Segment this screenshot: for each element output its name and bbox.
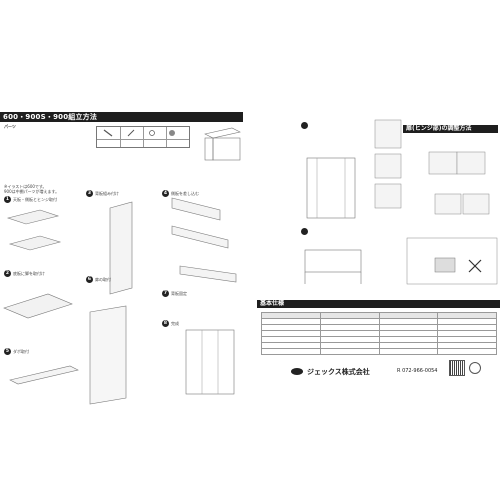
recycle-icon — [469, 362, 481, 374]
spec-table — [261, 312, 497, 355]
step-number-1: 1 — [4, 196, 11, 203]
step-number-3: 3 — [86, 190, 93, 197]
step-number-4: 4 — [162, 190, 169, 197]
note-line-2: 900は中棚パーツが増えます。 — [4, 189, 60, 194]
step-text-5: ダボ取付 — [13, 349, 29, 354]
parts-table — [96, 126, 190, 148]
qr-code-icon — [449, 360, 465, 376]
spec-cell — [437, 348, 497, 355]
parts-heading: パーツ — [4, 124, 16, 129]
step-number-8: 8 — [162, 320, 169, 327]
step-number-r1 — [301, 122, 308, 129]
company-name: ジェックス株式会社 — [307, 368, 370, 376]
step-text-2: 底板に脚を取付け — [13, 271, 45, 276]
step-text-8: 完成 — [171, 321, 179, 326]
step-number-2: 2 — [4, 270, 11, 277]
step-text-4: 側板を差し込む — [171, 191, 199, 196]
right-illustrations — [304, 119, 498, 285]
step-text-3: 背板組み付け — [95, 191, 119, 196]
step-number-5: 5 — [4, 348, 11, 355]
step-text-6: 扉の取付 — [95, 277, 111, 282]
left-illustrations — [3, 127, 241, 405]
left-title: 600・900S・900組立方法 — [0, 112, 243, 122]
note-line-1: ※イラストは600です。 — [4, 184, 47, 189]
step-text-7: 背板固定 — [171, 291, 187, 296]
gex-logo-icon — [291, 368, 303, 375]
spec-cell — [261, 348, 321, 355]
left-page: 600・900S・900組立方法 パーツ — [0, 98, 243, 405]
step-text-1: 天板・側板とヒンジ取付 — [13, 197, 57, 202]
step-number-r2 — [301, 228, 308, 235]
right-page: 扉(ヒンジ部)の調整方法 基本仕様 — [257, 98, 500, 395]
hinge-title: 扉(ヒンジ部)の調整方法 — [403, 125, 498, 133]
spec-cell — [319, 348, 380, 355]
step-number-6: 6 — [86, 276, 93, 283]
spec-row — [261, 348, 497, 355]
step-number-7: 7 — [162, 290, 169, 297]
spec-cell — [378, 348, 439, 355]
spec-title: 基本仕様 — [257, 300, 500, 308]
phone-number: R 072-966-0054 — [397, 368, 438, 374]
